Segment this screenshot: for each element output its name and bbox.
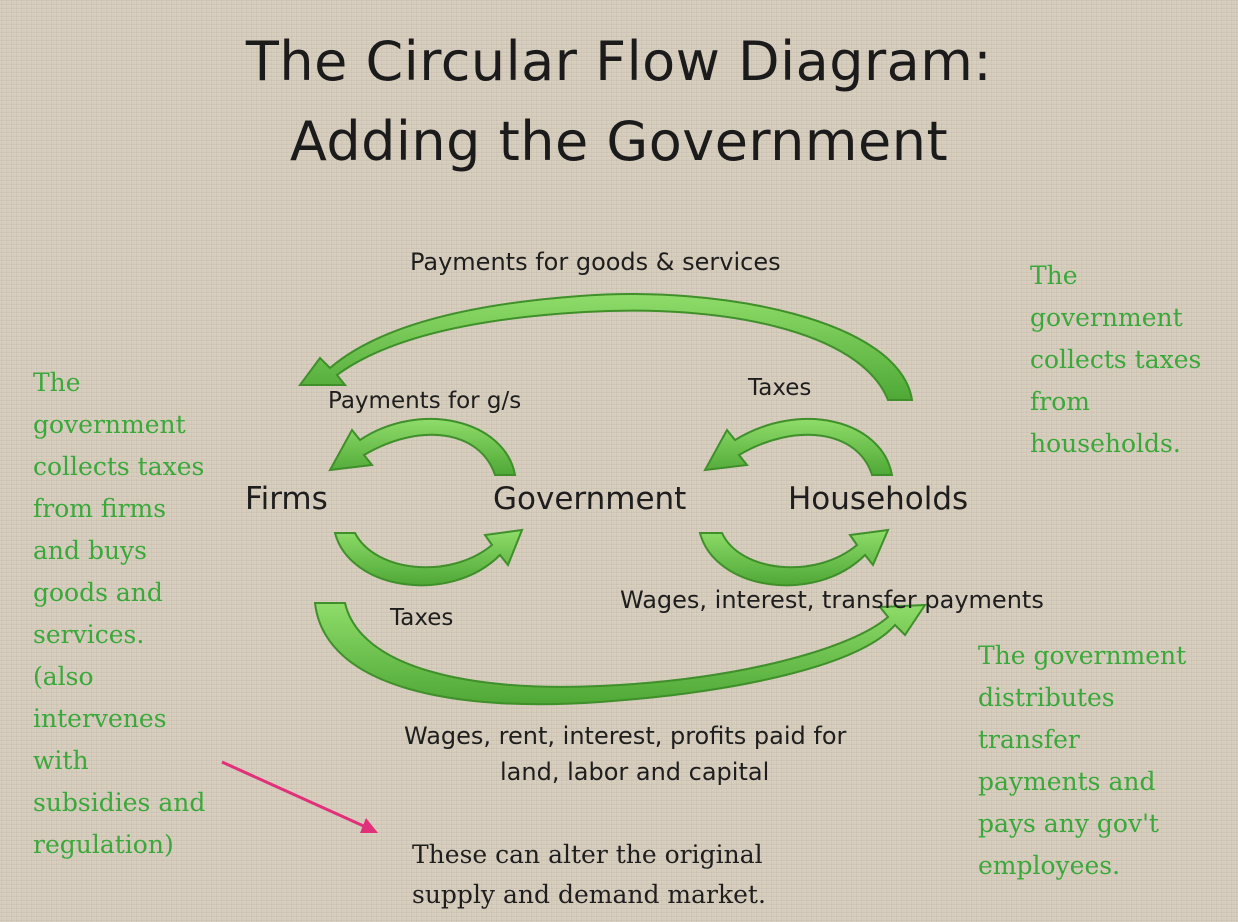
title-line-2: Adding the Government (289, 110, 949, 173)
arrow-government-to-firms (328, 418, 517, 476)
label-payments-gs: Payments for g/s (328, 388, 522, 414)
note-bottom-center-market: These can alter the original supply and … (412, 840, 766, 909)
pointer-arrow (221, 760, 378, 833)
label-wages-transfer-payments: Wages, interest, transfer payments (620, 586, 1044, 614)
label-taxes-households: Taxes (748, 375, 812, 401)
note-bottom-right-transfer-payments: The government distributes transfer paym… (978, 641, 1187, 880)
arrow-households-to-firms-top (298, 293, 914, 401)
note-top-right-taxes-households: The government collects taxes from house… (1030, 261, 1202, 458)
node-government: Government (493, 481, 687, 517)
label-wages-rent-line-2: land, labor and capital (500, 758, 770, 786)
label-taxes-firms: Taxes (390, 605, 454, 631)
note-left-government-firms: The government collects taxes from firms… (33, 368, 206, 859)
node-firms: Firms (245, 481, 328, 517)
arrow-firms-to-government (333, 528, 524, 587)
title-line-1: The Circular Flow Diagram: (245, 30, 993, 93)
arrow-government-to-households (698, 528, 890, 587)
label-payments-goods-services: Payments for goods & services (410, 248, 781, 276)
arrow-firms-to-households-bottom (313, 602, 927, 706)
node-households: Households (788, 481, 969, 517)
label-wages-rent-line-1: Wages, rent, interest, profits paid for (404, 722, 847, 750)
arrow-households-to-government (703, 418, 894, 476)
